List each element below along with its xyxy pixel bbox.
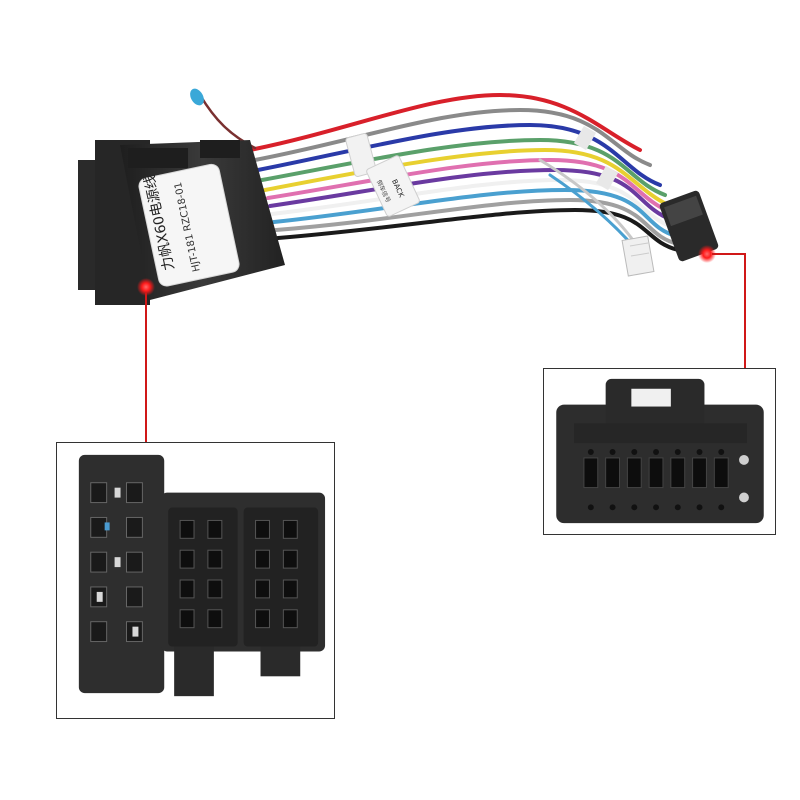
marker-dot-left bbox=[137, 278, 155, 296]
wire-tag-back: BACK 倒车信号 bbox=[366, 155, 420, 217]
iso-connector-closeup bbox=[56, 442, 335, 719]
cable-tie bbox=[595, 165, 619, 191]
callout-lines bbox=[145, 253, 746, 442]
connector-label-sticker: 力帆X60电源线 HJT-181 RZC18-01 bbox=[138, 163, 240, 287]
iso-connector-body: 力帆X60电源线 HJT-181 RZC18-01 bbox=[78, 140, 285, 305]
16pin-connector-closeup-image bbox=[556, 378, 764, 524]
16pin-connector-small bbox=[659, 190, 719, 262]
16pin-cavities bbox=[583, 457, 729, 489]
small-white-connector bbox=[621, 235, 655, 277]
marker-dot-right bbox=[698, 245, 716, 263]
wire-tag-top bbox=[345, 133, 377, 177]
iso-pin-cavities bbox=[90, 482, 319, 647]
cable-tie bbox=[573, 125, 597, 151]
blue-wire-tip bbox=[190, 88, 204, 106]
16pin-connector-closeup bbox=[543, 368, 776, 535]
iso-connector-closeup-image bbox=[78, 454, 326, 697]
